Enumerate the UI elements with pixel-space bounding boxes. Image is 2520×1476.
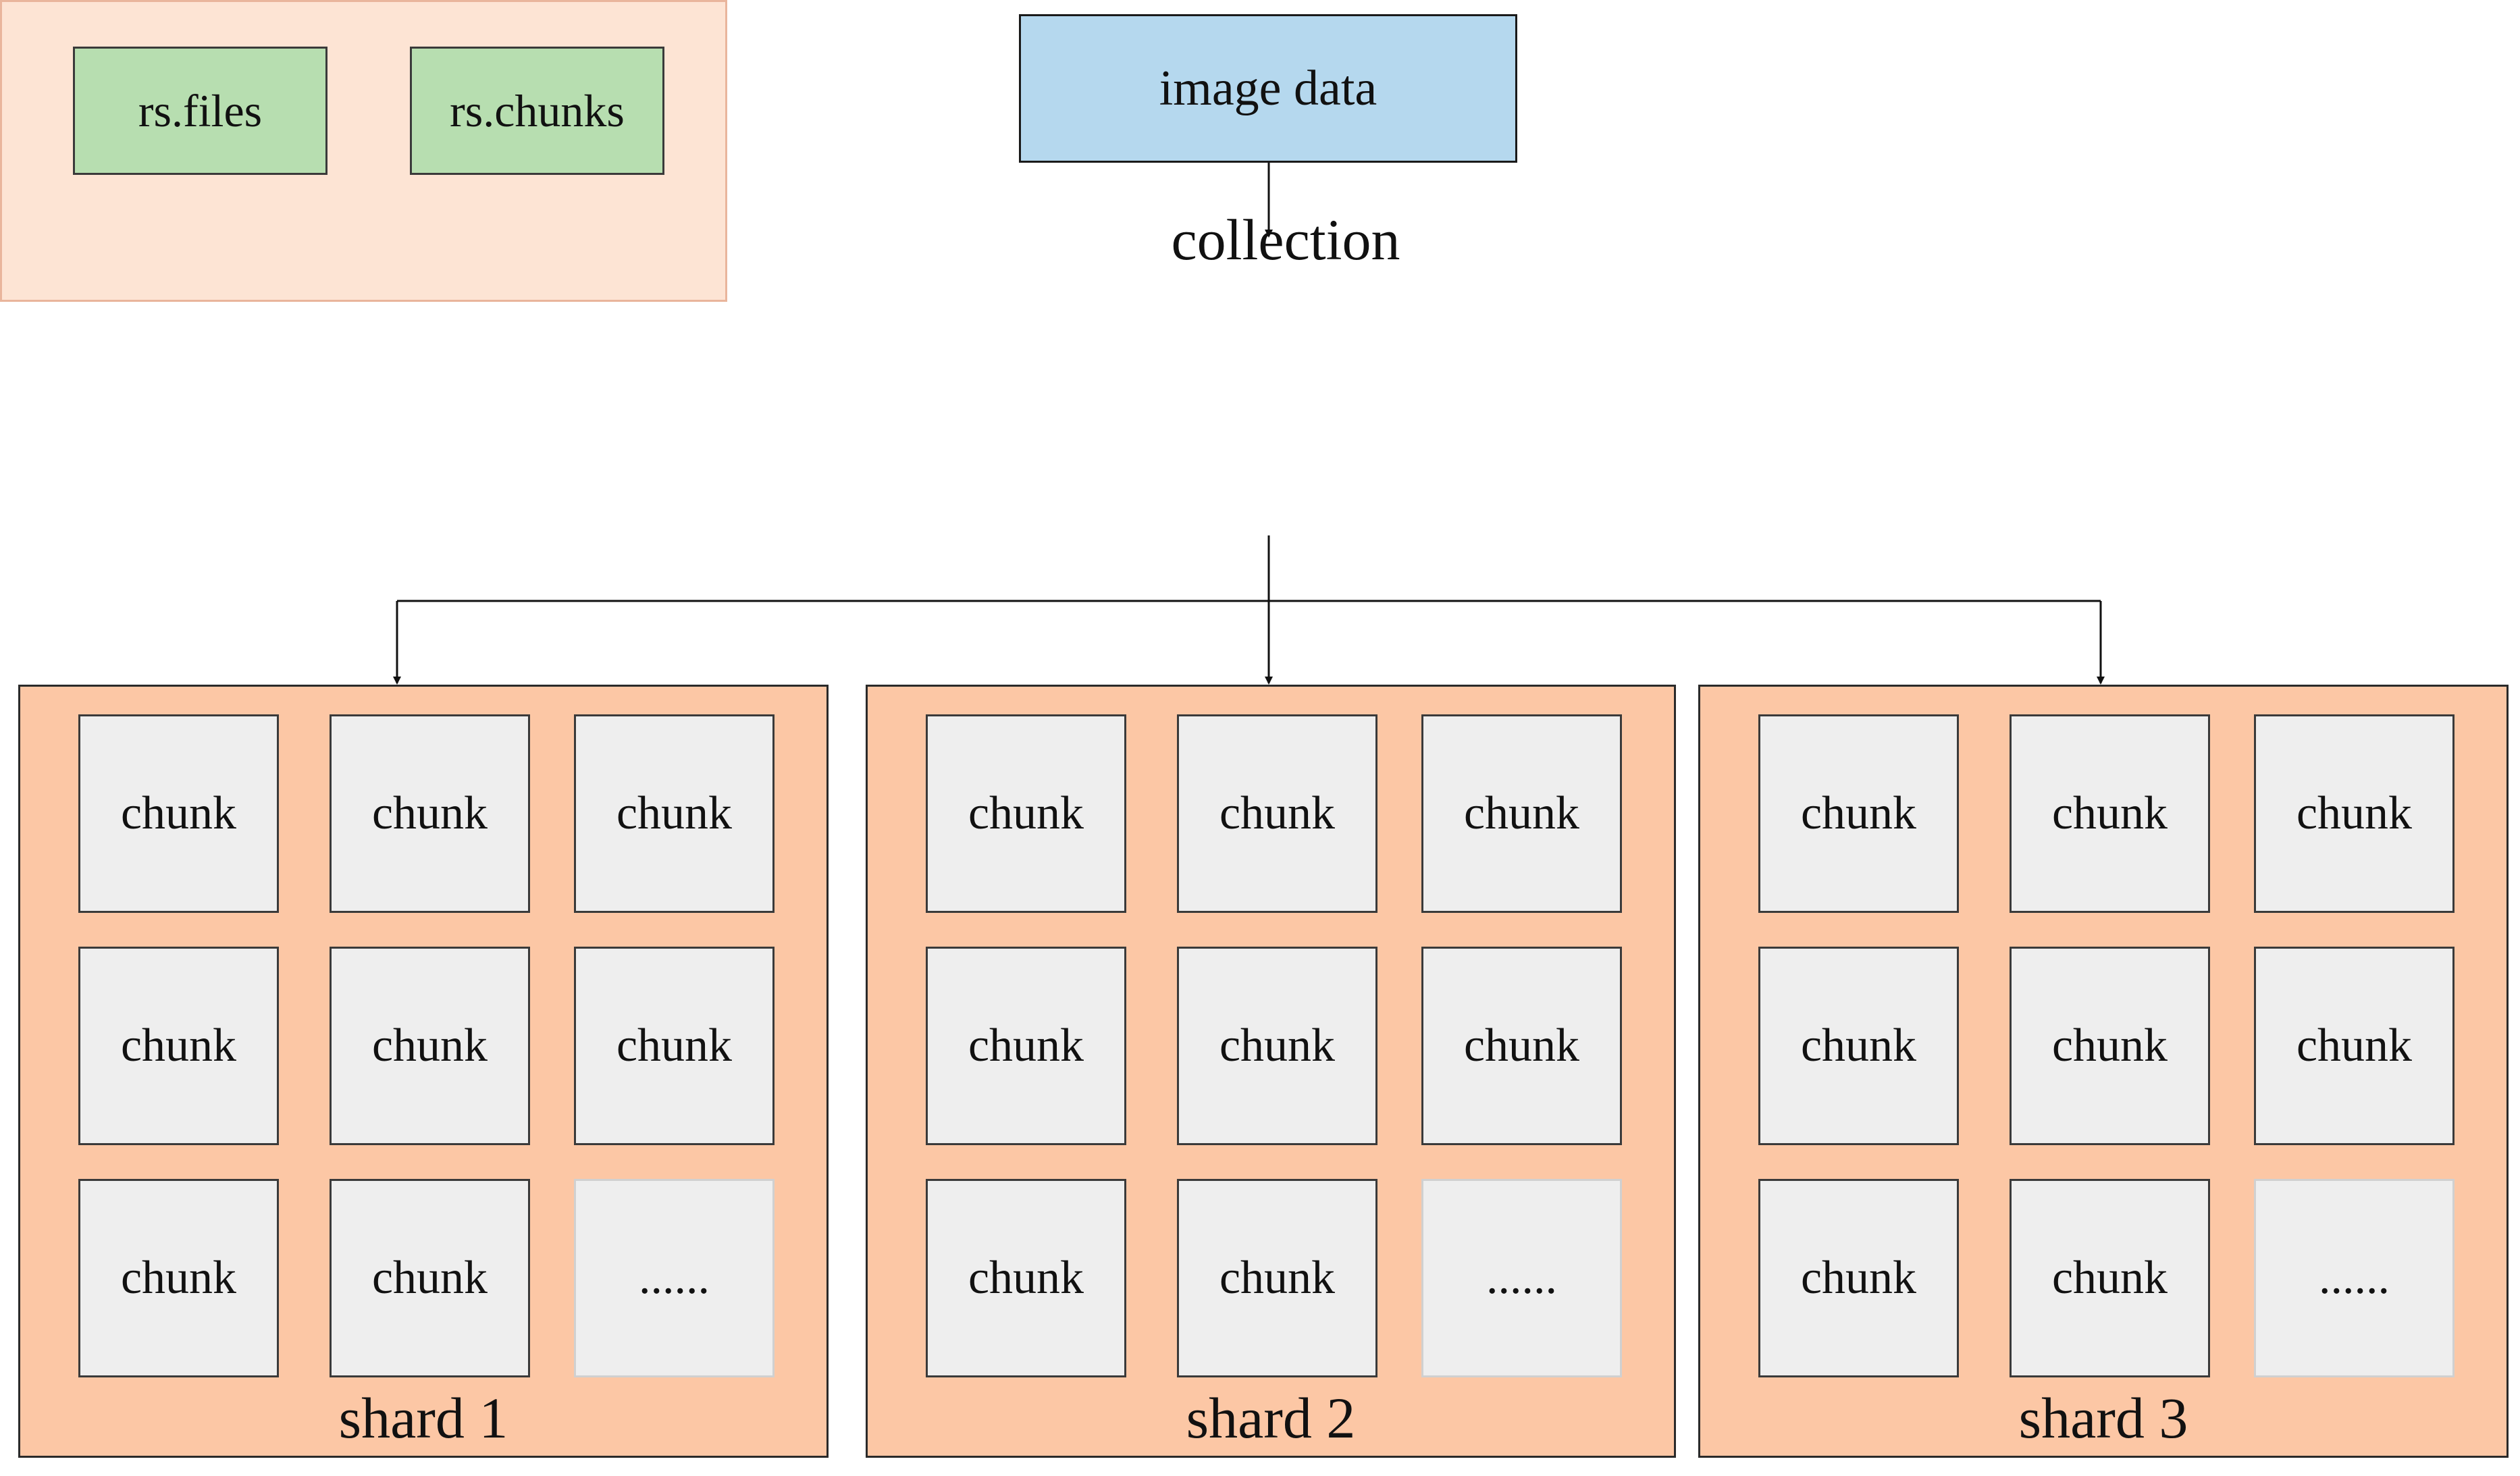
chunk-box: chunk [330, 947, 530, 1145]
chunk-label: chunk [1463, 1020, 1580, 1072]
chunk-box: chunk [78, 947, 279, 1145]
chunk-box: chunk [2010, 947, 2210, 1145]
chunk-box: chunk [926, 947, 1126, 1145]
chunk-box: chunk [926, 714, 1126, 913]
shard-3-box: ...... chunk chunk chunk chunk chunk chunk chun… [1698, 685, 2509, 1458]
rs-chunks-label: rs.chunks [450, 84, 625, 136]
chunk-label: chunk [2051, 1252, 2168, 1304]
chunk-label: chunk [371, 1252, 488, 1304]
chunk-label: chunk [968, 1020, 1084, 1072]
chunk-box: chunk [1177, 1179, 1377, 1377]
chunk-box: chunk [926, 1179, 1126, 1377]
more-chunks-label: ...... [2319, 1252, 2390, 1304]
more-chunks-box: ...... [1421, 1179, 1622, 1377]
chunk-box: chunk [330, 1179, 530, 1377]
chunk-box: chunk [1758, 714, 1959, 913]
shard-1-box: ...... chunk chunk chunk chunk chunk chunk chun… [18, 685, 829, 1458]
rs-chunks-box: rs.chunks [410, 47, 664, 175]
shard-1-label: shard 1 [338, 1386, 508, 1450]
chunk-label: chunk [371, 1020, 488, 1072]
chunk-box: chunk [2010, 1179, 2210, 1377]
chunk-label: chunk [1219, 787, 1336, 839]
more-chunks-box: ...... [574, 1179, 775, 1377]
chunk-label: chunk [2051, 1020, 2168, 1072]
chunk-box: chunk [78, 1179, 279, 1377]
chunk-label: chunk [968, 1252, 1084, 1304]
chunk-label: chunk [2296, 1020, 2413, 1072]
chunk-box: chunk [2254, 947, 2455, 1145]
chunk-label: chunk [2296, 787, 2413, 839]
chunk-box: chunk [78, 714, 279, 913]
chunk-label: chunk [1463, 787, 1580, 839]
chunk-box: chunk [2010, 714, 2210, 913]
chunk-box: chunk [1758, 1179, 1959, 1377]
chunk-label: chunk [1800, 787, 1917, 839]
chunk-box: chunk [330, 714, 530, 913]
collection-box: rs.files rs.chunks collection [0, 0, 1400, 302]
more-chunks-label: ...... [1486, 1252, 1557, 1304]
chunk-label: chunk [120, 787, 237, 839]
image-data-box: image data [1019, 14, 1517, 163]
chunk-label: chunk [120, 1020, 237, 1072]
rs-files-label: rs.files [138, 84, 263, 136]
chunk-label: chunk [1219, 1252, 1336, 1304]
chunk-label: chunk [1800, 1020, 1917, 1072]
chunk-label: chunk [616, 1020, 733, 1072]
shard-2-label: shard 2 [1186, 1386, 1356, 1450]
chunk-box: chunk [1177, 714, 1377, 913]
more-chunks-label: ...... [639, 1252, 710, 1304]
collection-label: collection [1171, 207, 1400, 272]
chunk-box: chunk [2254, 714, 2455, 913]
chunk-label: chunk [371, 787, 488, 839]
chunk-label: chunk [2051, 787, 2168, 839]
chunk-box: chunk [1421, 947, 1622, 1145]
chunk-label: chunk [1800, 1252, 1917, 1304]
chunk-label: chunk [1219, 1020, 1336, 1072]
shard-2-box: ...... chunk chunk chunk chunk chunk chunk chun… [866, 685, 1676, 1458]
chunk-label: chunk [968, 787, 1084, 839]
image-data-label: image data [1159, 60, 1377, 116]
rs-files-box: rs.files [73, 47, 327, 175]
chunk-label: chunk [120, 1252, 237, 1304]
more-chunks-box: ...... [2254, 1179, 2455, 1377]
chunk-label: chunk [616, 787, 733, 839]
chunk-box: chunk [574, 714, 775, 913]
chunk-box: chunk [1758, 947, 1959, 1145]
chunk-box: chunk [1421, 714, 1622, 913]
chunk-box: chunk [574, 947, 775, 1145]
shard-3-label: shard 3 [2018, 1386, 2188, 1450]
chunk-box: chunk [1177, 947, 1377, 1145]
